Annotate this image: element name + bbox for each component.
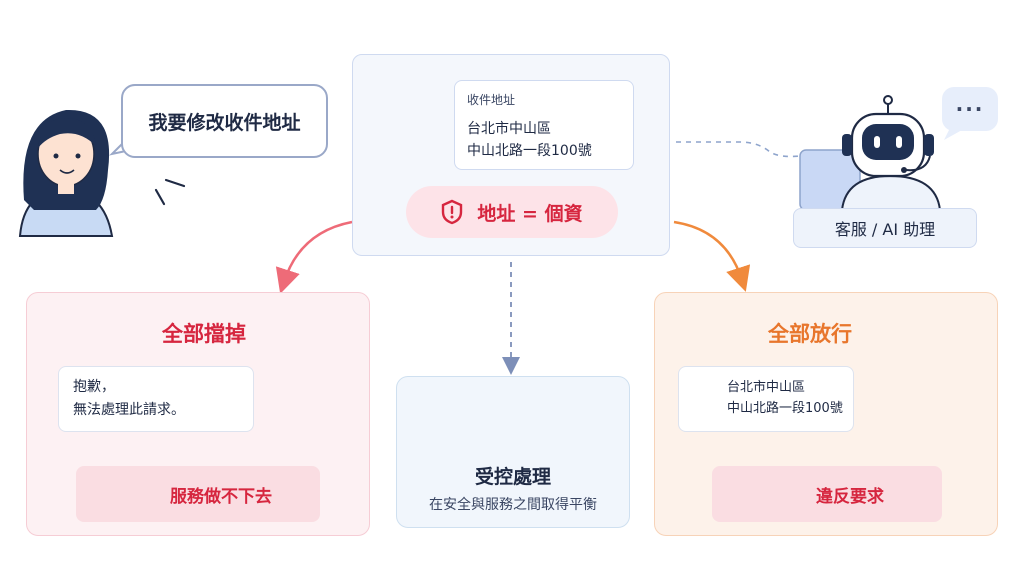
- user-speech-bubble: 我要修改收件地址: [121, 84, 328, 158]
- allow-all-result-text: 違反要求: [816, 486, 884, 507]
- leaked-address-box: 台北市中山區 中山北路一段100號: [678, 366, 854, 432]
- assistant-label-text: 客服 / AI 助理: [834, 220, 936, 239]
- allow-all-result: 違反要求: [712, 466, 942, 522]
- assistant-label: 客服 / AI 助理: [793, 208, 977, 248]
- refusal-line-2: 無法處理此請求。: [73, 402, 185, 418]
- block-all-result: 服務做不下去: [76, 466, 320, 522]
- user-speech-text: 我要修改收件地址: [148, 111, 301, 134]
- address-label: 收件地址: [467, 93, 516, 107]
- arrow-to-allow-all: [673, 220, 751, 292]
- user-avatar-icon: [18, 109, 114, 237]
- leaked-address-line-2: 中山北路一段100號: [727, 401, 843, 416]
- block-all-title: 全部擋掉: [162, 322, 246, 346]
- typing-bubble: ···: [942, 87, 998, 131]
- typing-dots: ···: [955, 97, 985, 121]
- address-line-1: 台北市中山區: [467, 121, 551, 137]
- controlled-title: 受控處理: [474, 466, 551, 488]
- block-all-result-text: 服務做不下去: [170, 486, 272, 507]
- emphasis-marks-icon: [154, 178, 186, 206]
- refusal-line-1: 抱歉，: [73, 379, 115, 395]
- controlled-panel: [396, 376, 630, 528]
- pii-tag-text: 地址 = 個資: [477, 202, 583, 225]
- pii-tag: 地址 = 個資: [406, 186, 618, 238]
- leaked-address-line-1: 台北市中山區: [727, 380, 806, 395]
- controlled-subtitle: 在安全與服務之間取得平衡: [429, 497, 597, 513]
- arrow-to-block-all: [275, 220, 353, 294]
- address-box: 收件地址 台北市中山區 中山北路一段100號: [454, 80, 634, 170]
- robot-assistant-icon: [799, 95, 942, 211]
- shield-alert-icon: [442, 199, 463, 225]
- dashed-link-assistant: [676, 141, 801, 158]
- address-line-2: 中山北路一段100號: [467, 143, 592, 159]
- refusal-reply-box: 抱歉， 無法處理此請求。: [58, 366, 254, 432]
- allow-all-title: 全部放行: [768, 322, 852, 346]
